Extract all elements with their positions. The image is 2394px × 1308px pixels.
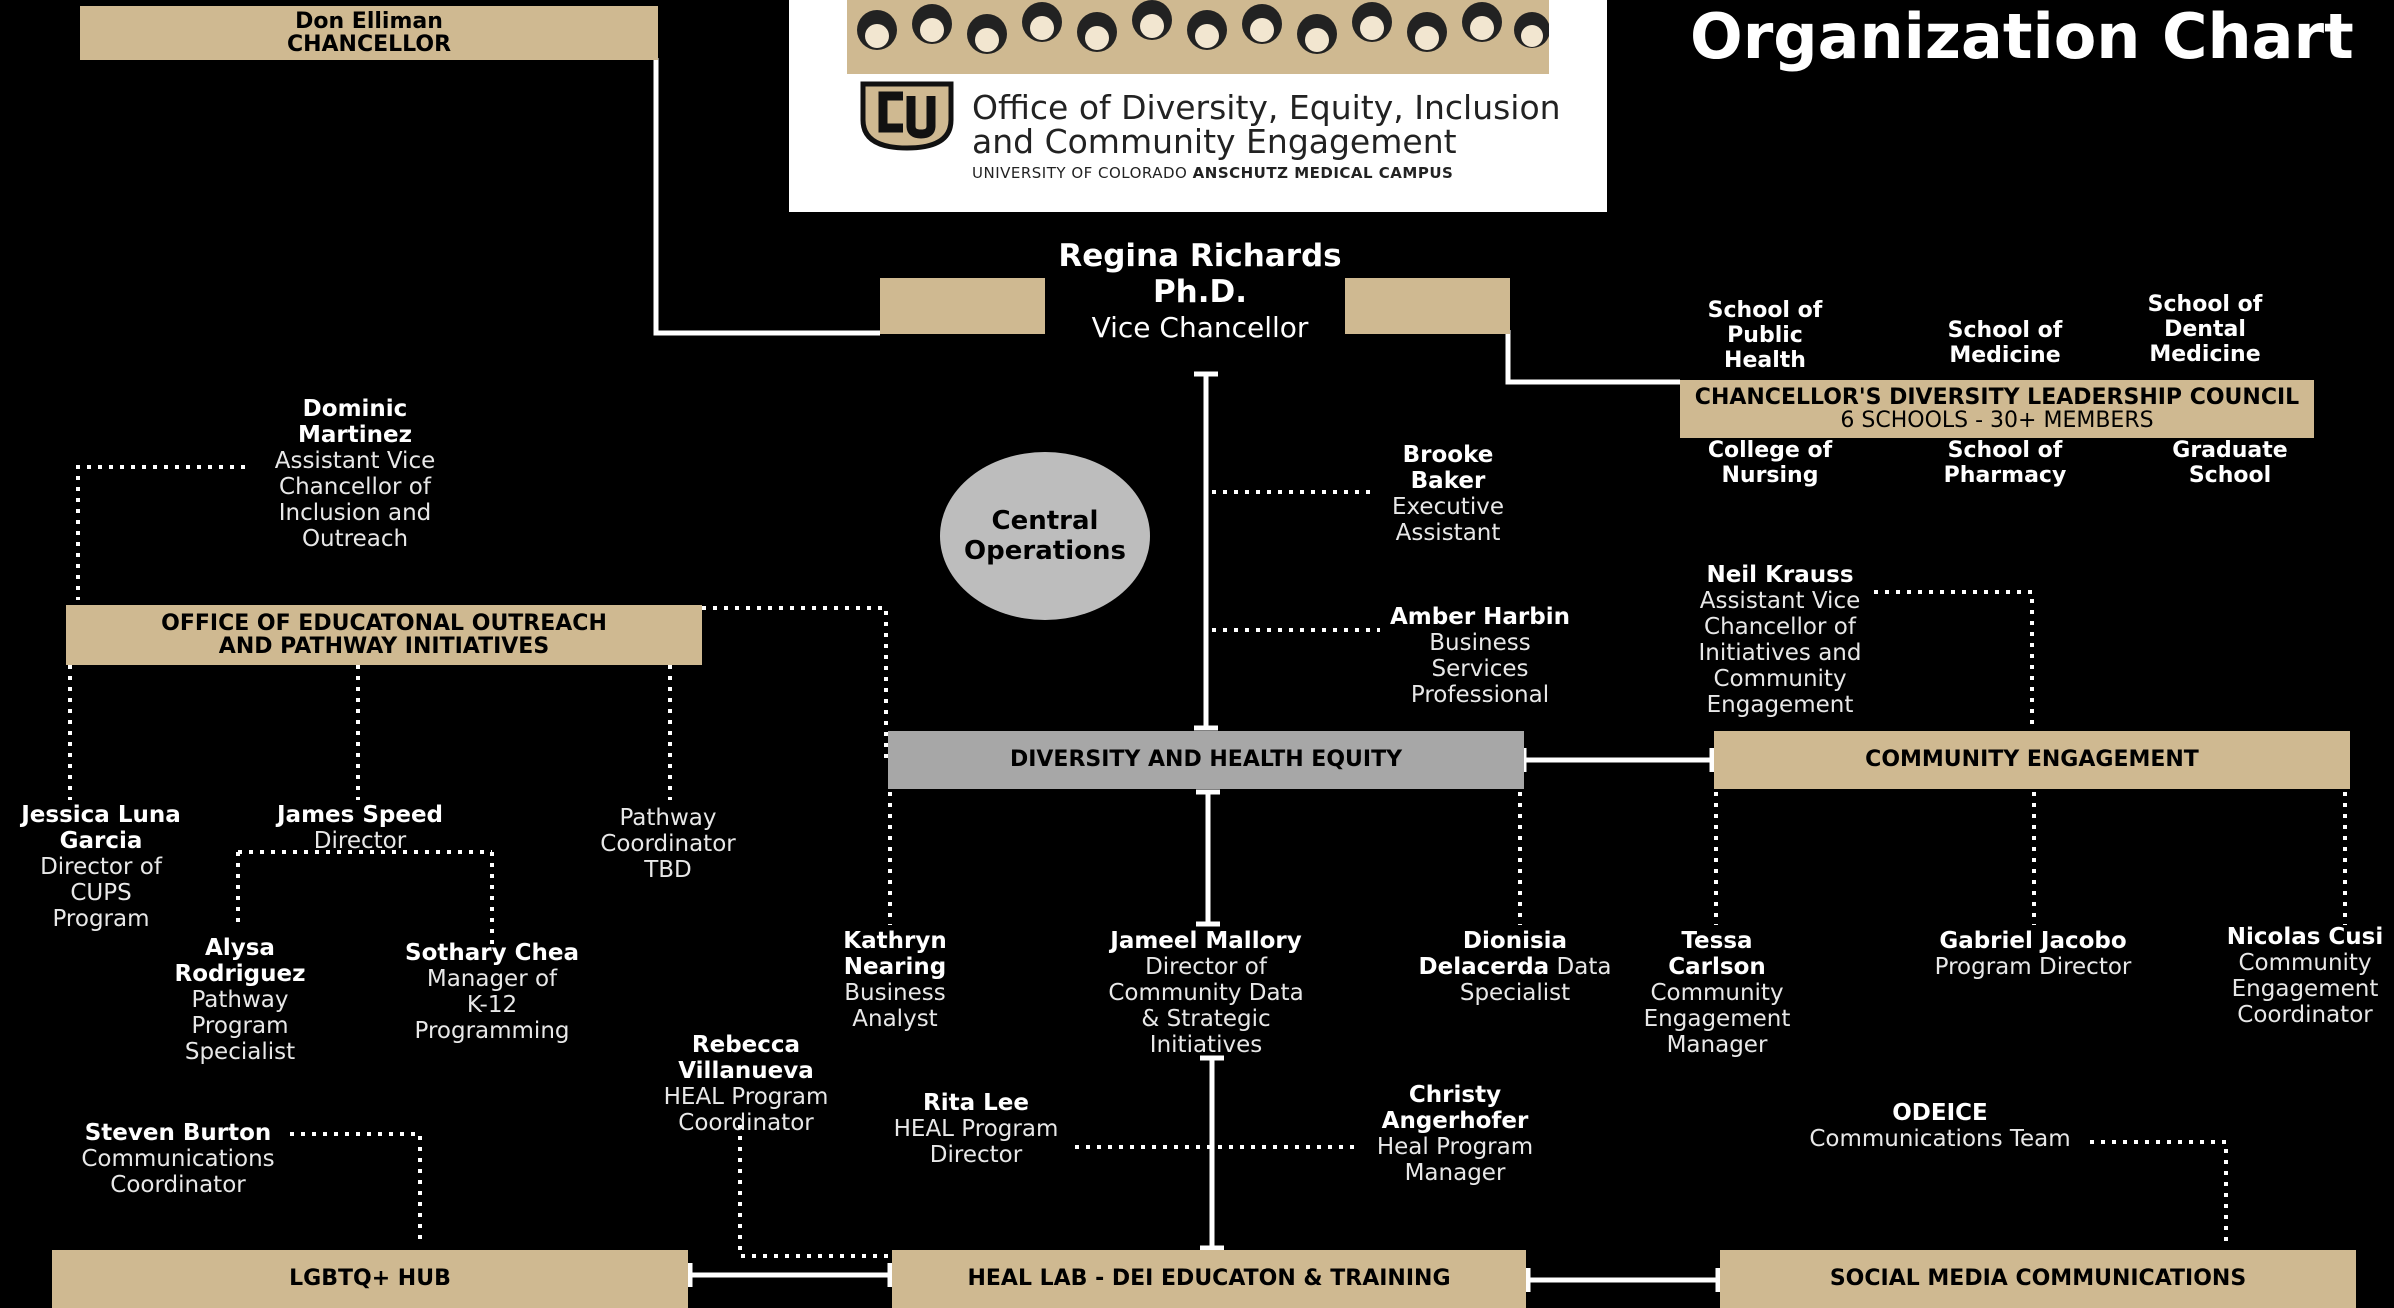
vc-role: Vice Chancellor [1091, 311, 1309, 344]
central-operations-line1: Central [991, 506, 1099, 536]
logo-line-3: UNIVERSITY OF COLORADO ANSCHUTZ MEDICAL … [972, 164, 1454, 182]
outreach-line2: AND PATHWAY INITIATIVES [218, 634, 550, 659]
central-operations[interactable]: Central Operations [940, 452, 1150, 620]
person-dionisia-delacerda[interactable]: Dionisia Delacerda Data Specialist [1418, 928, 1612, 1006]
community-engagement-box[interactable]: COMMUNITY ENGAGEMENT [1714, 731, 2350, 789]
chancellor-box[interactable]: Don Elliman CHANCELLOR [80, 6, 658, 60]
page-title: Organization Chart [1690, 0, 2354, 73]
cu-logo-icon [860, 81, 954, 151]
social-media-box[interactable]: SOCIAL MEDIA COMMUNICATIONS [1720, 1250, 2356, 1308]
central-operations-line2: Operations [964, 536, 1126, 566]
vc-name-1: Regina Richards [1058, 238, 1342, 274]
outreach-line1: OFFICE OF EDUCATONAL OUTREACH [161, 610, 607, 636]
vc-name-2: Ph.D. [1152, 274, 1248, 310]
diversity-health-equity-box[interactable]: DIVERSITY AND HEALTH EQUITY [888, 731, 1524, 789]
council-subtitle: 6 SCHOOLS - 30+ MEMBERS [1840, 408, 2154, 433]
chancellor-name: Don Elliman [295, 8, 443, 34]
lgbtq-hub-box[interactable]: LGBTQ+ HUB [52, 1250, 688, 1308]
chancellor-role: CHANCELLOR [286, 32, 452, 57]
vice-chancellor[interactable]: Regina Richards Ph.D. Vice Chancellor [1040, 238, 1360, 346]
person-gabriel-jacobo[interactable]: Gabriel Jacobo Program Director [1934, 928, 2132, 980]
person-james-speed[interactable]: James Speed Director [276, 802, 444, 854]
logo-line-1: Office of Diversity, Equity, Inclusion [972, 88, 1561, 127]
people-crowd-illustration [847, 0, 1549, 74]
vc-right-bar [1345, 278, 1510, 334]
council-title: CHANCELLOR'S DIVERSITY LEADERSHIP COUNCI… [1694, 384, 2300, 410]
diversity-leadership-council[interactable]: CHANCELLOR'S DIVERSITY LEADERSHIP COUNCI… [1680, 380, 2314, 438]
person-odeice-communications[interactable]: ODEICE Communications Team [1809, 1100, 2071, 1152]
heal-lab-box[interactable]: HEAL LAB - DEI EDUCATON & TRAINING [892, 1250, 1526, 1308]
vc-left-bar [880, 278, 1045, 334]
logo-line-2: and Community Engagement [972, 122, 1457, 161]
odeice-logo: Office of Diversity, Equity, Inclusion a… [789, 0, 1607, 212]
educational-outreach-box[interactable]: OFFICE OF EDUCATONAL OUTREACH AND PATHWA… [66, 605, 702, 665]
